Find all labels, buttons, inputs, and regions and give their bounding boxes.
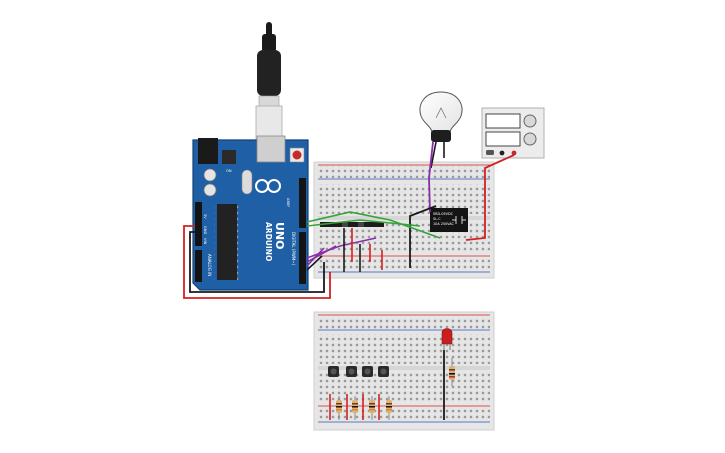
arduino-uno-board[interactable]: ARDUINO UNO DIGITAL (PWM~) ANALOG IN ARE… <box>192 135 309 291</box>
digital-header[interactable] <box>299 178 306 228</box>
aref-label: AREF <box>286 198 290 207</box>
light-bulb-icon[interactable] <box>419 91 463 169</box>
relay-label-line1: SRD-05VDC <box>433 212 454 216</box>
usb-jack <box>256 135 286 163</box>
negative-terminal[interactable] <box>499 150 505 156</box>
dc-jack <box>198 138 218 164</box>
positive-terminal[interactable] <box>511 150 517 156</box>
atmega-chip <box>217 204 237 280</box>
wire-purple-2[interactable] <box>306 245 337 263</box>
pushbutton-icon[interactable] <box>328 366 339 377</box>
board-brand: ARDUINO <box>264 222 273 261</box>
board-model: UNO <box>273 222 286 250</box>
voltage-knob[interactable] <box>523 114 537 128</box>
wire-gnd-loop[interactable] <box>189 231 325 293</box>
wire-black-pin[interactable] <box>306 255 323 271</box>
resistor-button[interactable] <box>369 396 375 420</box>
relay-label-line2: SL-C <box>433 217 441 221</box>
power-label-vin: VIN <box>203 238 207 245</box>
capacitor <box>203 183 217 197</box>
led-icon[interactable] <box>441 328 453 351</box>
analog-header[interactable] <box>195 250 202 282</box>
capacitor <box>203 168 217 182</box>
usb-cable-icon[interactable] <box>255 22 283 147</box>
digital-label: DIGITAL (PWM~) <box>291 232 296 266</box>
analog-in-label: ANALOG IN <box>207 254 212 276</box>
resistor-button[interactable] <box>352 396 358 420</box>
pushbutton-icon[interactable] <box>346 366 357 377</box>
power-supply-icon[interactable] <box>481 107 545 159</box>
supply-display <box>485 113 521 129</box>
reset-button[interactable] <box>292 150 302 160</box>
wire-5v-loop[interactable] <box>183 225 331 299</box>
power-header[interactable] <box>195 202 202 246</box>
voltage-regulator <box>222 150 236 164</box>
crystal-oscillator <box>241 169 253 195</box>
relay-label-line3: 10A 250VAC <box>433 222 455 226</box>
power-label-gnd: GND <box>203 226 207 234</box>
wire-relay-ground[interactable] <box>409 205 437 268</box>
power-switch[interactable] <box>486 150 494 155</box>
resistor-led[interactable] <box>449 358 455 386</box>
wire-green-signal-2[interactable] <box>306 219 421 227</box>
pushbutton-icon[interactable] <box>362 366 373 377</box>
wire-green-signal[interactable] <box>306 211 441 239</box>
wire-supply-positive[interactable] <box>465 154 515 241</box>
resistor-button[interactable] <box>336 396 342 420</box>
resistor-button[interactable] <box>386 396 392 420</box>
wire-bulb-relay[interactable] <box>428 141 434 213</box>
pin-header-strip <box>320 222 384 227</box>
supply-display <box>485 131 521 147</box>
on-label: ON <box>226 169 232 173</box>
pushbutton-icon[interactable] <box>378 366 389 377</box>
digital-header[interactable] <box>299 232 306 284</box>
arduino-logo <box>255 179 281 193</box>
relay-icon[interactable]: SRD-05VDC SL-C 10A 250VAC <box>430 208 468 232</box>
power-label-5v: 5V <box>203 214 207 219</box>
current-knob[interactable] <box>523 132 537 146</box>
wire-purple-3[interactable] <box>306 247 325 267</box>
